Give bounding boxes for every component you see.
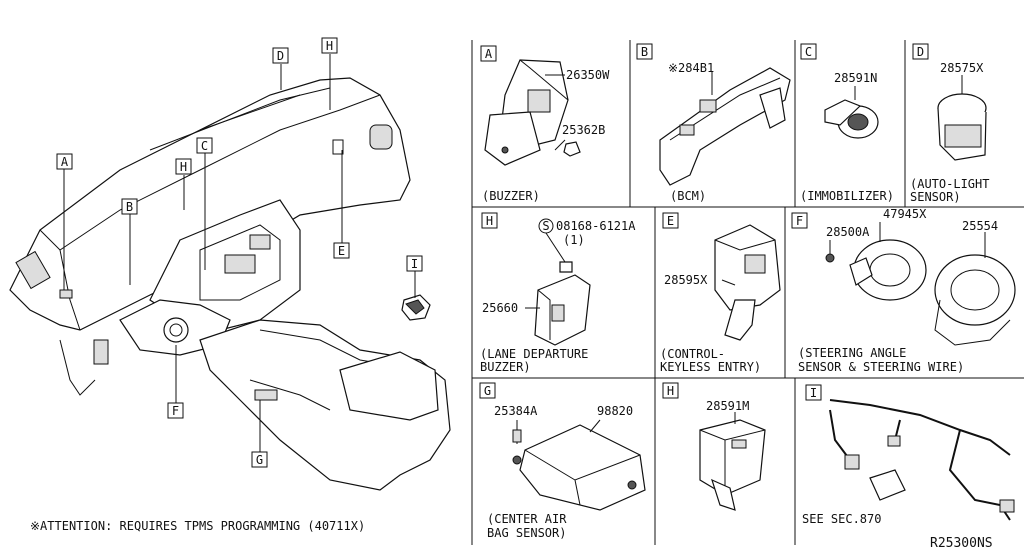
svg-text:H: H: [486, 214, 493, 228]
svg-text:47945X: 47945X: [883, 207, 927, 221]
svg-text:BUZZER): BUZZER): [480, 360, 531, 374]
panel-b-bcm: B ※284B1 (BCM): [636, 43, 791, 203]
panel-h-lane-departure-buzzer: H S 08168-6121A (1) 25660 (LANE DEPARTUR…: [480, 212, 636, 374]
callout-I: I: [406, 255, 423, 272]
callout-G: G: [251, 451, 268, 468]
panel-d-auto-light-sensor: D 28575X (AUTO-LIGHT SENSOR): [910, 43, 989, 204]
svg-text:D: D: [917, 45, 924, 59]
svg-text:H: H: [180, 160, 187, 174]
svg-text:08168-6121A: 08168-6121A: [556, 219, 636, 233]
svg-text:(LANE DEPARTURE: (LANE DEPARTURE: [480, 347, 588, 361]
svg-text:I: I: [810, 386, 817, 400]
panel-i-harness: I SEE SEC.870: [802, 384, 1015, 526]
svg-text:A: A: [485, 47, 493, 61]
svg-text:H: H: [326, 39, 333, 53]
svg-text:C: C: [805, 45, 812, 59]
diagram-code: R25300NS: [930, 536, 993, 551]
svg-text:SEE SEC.870: SEE SEC.870: [802, 512, 881, 526]
svg-text:28575X: 28575X: [940, 61, 984, 75]
panel-f-steering-angle-sensor: F 47945X 28500A 25554 (STEERING ANGLE SE…: [791, 207, 1016, 374]
svg-text:28591M: 28591M: [706, 399, 749, 413]
svg-text:※284B1: ※284B1: [668, 61, 714, 75]
instrument-panel-drawing: [9, 77, 451, 491]
panel-g-center-air-bag-sensor: G 25384A 98820 (CENTER AIR BAG SENSOR): [479, 382, 646, 540]
svg-text:(BCM): (BCM): [670, 189, 706, 203]
panel-grid: [471, 40, 1024, 545]
svg-text:25362B: 25362B: [562, 123, 605, 137]
svg-text:B: B: [641, 45, 648, 59]
svg-text:28595X: 28595X: [664, 273, 708, 287]
panel-c-immobilizer: C 28591N (IMMOBILIZER): [800, 43, 894, 203]
svg-text:F: F: [796, 214, 803, 228]
svg-text:D: D: [277, 49, 284, 63]
svg-text:(AUTO-LIGHT: (AUTO-LIGHT: [910, 177, 989, 191]
callout-F: F: [167, 402, 184, 419]
callout-C: C: [196, 137, 213, 154]
svg-text:H: H: [667, 384, 674, 398]
callout-H-upper: H: [321, 37, 338, 54]
callout-B: B: [121, 198, 138, 215]
svg-text:KEYLESS ENTRY): KEYLESS ENTRY): [660, 360, 761, 374]
panel-h-28591m: H 28591M: [662, 382, 766, 511]
svg-text:28500A: 28500A: [826, 225, 870, 239]
svg-text:SENSOR & STEERING WIRE): SENSOR & STEERING WIRE): [798, 360, 964, 374]
svg-text:I: I: [411, 257, 418, 271]
svg-text:(BUZZER): (BUZZER): [482, 189, 540, 203]
svg-text:(1): (1): [563, 233, 585, 247]
attention-note: ※ATTENTION: REQUIRES TPMS PROGRAMMING (4…: [30, 519, 365, 533]
svg-text:25554: 25554: [962, 219, 998, 233]
svg-text:E: E: [667, 214, 674, 228]
callout-D: D: [272, 47, 289, 64]
svg-text:28591N: 28591N: [834, 71, 877, 85]
svg-text:25660: 25660: [482, 301, 518, 315]
svg-text:E: E: [338, 244, 345, 258]
svg-text:G: G: [484, 384, 491, 398]
svg-text:(STEERING ANGLE: (STEERING ANGLE: [798, 346, 906, 360]
panel-a-buzzer: A 26350W 25362B (BUZZER): [480, 45, 610, 203]
svg-text:26350W: 26350W: [566, 68, 610, 82]
svg-text:F: F: [172, 404, 179, 418]
svg-text:B: B: [126, 200, 133, 214]
callout-H-lower: H: [175, 158, 192, 175]
svg-text:G: G: [256, 453, 263, 467]
svg-text:98820: 98820: [597, 404, 633, 418]
svg-text:(CONTROL-: (CONTROL-: [660, 347, 725, 361]
svg-text:SENSOR): SENSOR): [910, 190, 961, 204]
svg-text:(CENTER AIR: (CENTER AIR: [487, 512, 567, 526]
callout-leaders: [63, 54, 416, 452]
svg-text:S: S: [542, 219, 549, 233]
svg-text:25384A: 25384A: [494, 404, 538, 418]
callout-E: E: [333, 242, 350, 259]
svg-text:(IMMOBILIZER): (IMMOBILIZER): [800, 189, 894, 203]
svg-text:C: C: [201, 139, 208, 153]
callout-A: A: [56, 153, 73, 170]
panel-e-keyless-entry: E 28595X (CONTROL- KEYLESS ENTRY): [660, 212, 781, 374]
svg-text:A: A: [61, 155, 69, 169]
svg-text:BAG SENSOR): BAG SENSOR): [487, 526, 566, 540]
